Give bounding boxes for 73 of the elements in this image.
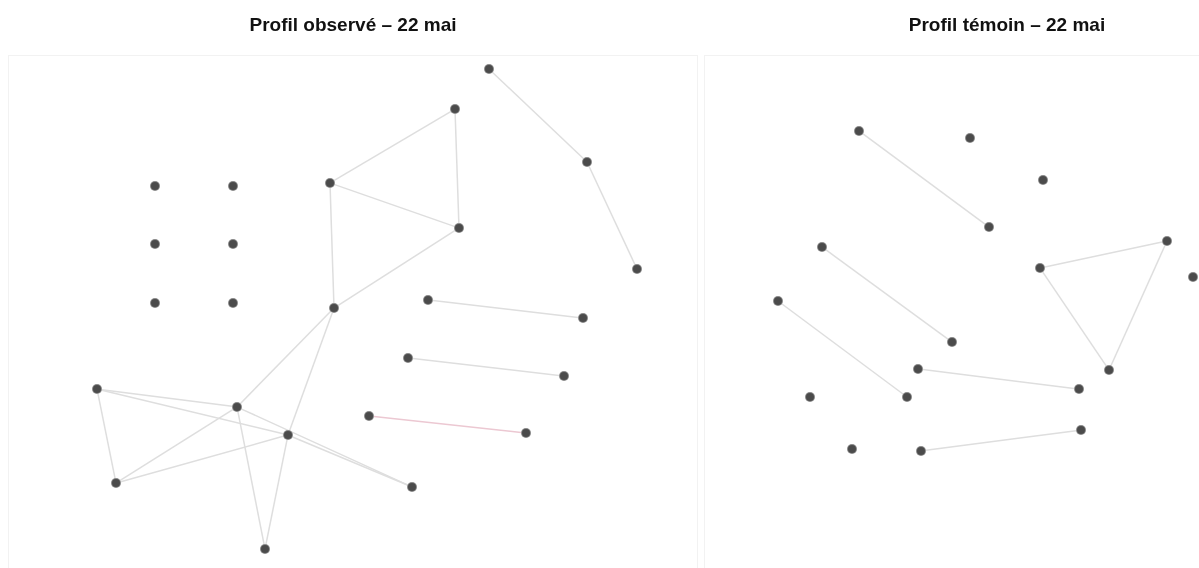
connector-line <box>922 368 1075 390</box>
network-node <box>579 314 587 322</box>
connector-line <box>101 389 284 435</box>
network-node <box>774 297 782 305</box>
network-node <box>948 338 956 346</box>
connector-line <box>239 310 332 405</box>
network-node <box>806 393 814 401</box>
connector-line <box>373 415 522 434</box>
connector-line <box>265 439 288 545</box>
network-node <box>1189 273 1197 281</box>
network-node <box>151 240 159 248</box>
network-node <box>424 296 432 304</box>
network-node <box>818 243 826 251</box>
connector-line <box>120 435 284 483</box>
network-node <box>455 224 463 232</box>
connector-line <box>925 429 1077 452</box>
connector-line <box>97 393 116 479</box>
connector-line <box>237 411 265 545</box>
connector-line <box>1110 244 1166 367</box>
network-node <box>985 223 993 231</box>
network-node <box>93 385 101 393</box>
connector-line <box>291 436 409 486</box>
network-node <box>633 265 641 273</box>
network-node <box>522 429 530 437</box>
network-node <box>966 134 974 142</box>
connector-line <box>588 165 636 266</box>
connector-line <box>333 110 452 182</box>
network-node <box>1075 385 1083 393</box>
connector-line <box>333 183 456 228</box>
connector-line <box>454 113 460 224</box>
connector-line <box>1044 241 1163 268</box>
network-node <box>112 479 120 487</box>
network-node <box>914 365 922 373</box>
network-node <box>848 445 856 453</box>
network-node <box>229 182 237 190</box>
connector-line <box>862 133 986 225</box>
connector-line <box>288 311 334 432</box>
network-node <box>408 483 416 491</box>
network-node <box>151 182 159 190</box>
connector-line <box>337 229 456 307</box>
connector-line <box>412 357 560 377</box>
network-node <box>1039 176 1047 184</box>
network-node <box>903 393 911 401</box>
network-node <box>326 179 334 187</box>
network-node <box>1077 426 1085 434</box>
connector-line <box>825 249 949 340</box>
network-node <box>261 545 269 553</box>
network-node <box>284 431 292 439</box>
network-node <box>365 412 373 420</box>
connector-line <box>101 388 233 408</box>
network-node <box>1163 237 1171 245</box>
network-node <box>1036 264 1044 272</box>
connector-line <box>432 299 579 319</box>
network-node <box>330 304 338 312</box>
network-node <box>151 299 159 307</box>
network-node <box>229 299 237 307</box>
connector-line <box>329 187 335 304</box>
network-node <box>560 372 568 380</box>
connector-line <box>781 303 904 395</box>
network-node <box>1105 366 1113 374</box>
network-node <box>485 65 493 73</box>
network-node <box>404 354 412 362</box>
network-node <box>917 447 925 455</box>
network-node <box>451 105 459 113</box>
connector-line <box>1042 271 1107 367</box>
network-node <box>583 158 591 166</box>
connector-line <box>491 71 585 160</box>
network-node <box>233 403 241 411</box>
chart-title: Profil observé – 22 mai <box>249 14 457 36</box>
network-node <box>229 240 237 248</box>
chart-title: Profil témoin – 22 mai <box>908 14 1106 36</box>
network-node <box>855 127 863 135</box>
connector-line <box>119 408 234 482</box>
